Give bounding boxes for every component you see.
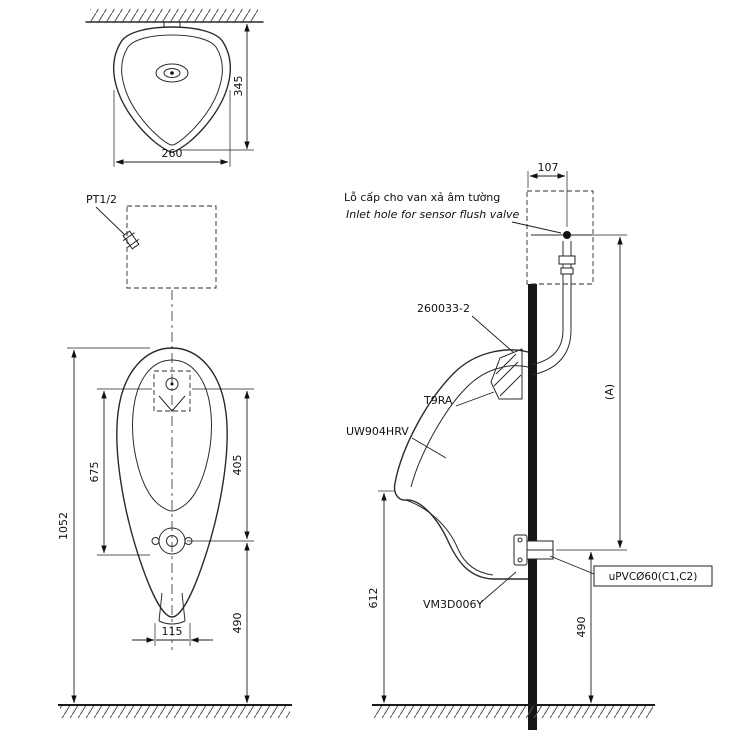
part-flush-valve-label: 260033-2: [417, 302, 470, 315]
dim-top-width: 260: [113, 90, 231, 167]
dim-A: (A): [556, 234, 627, 551]
spud-leader: [455, 391, 495, 407]
dim-490-front-label: 490: [231, 613, 244, 634]
outlet-flange: [513, 534, 528, 566]
front-view: 1052 675 405 490 115: [57, 347, 292, 718]
floor-hatch-left: [60, 706, 290, 718]
dim-490-side: 490: [575, 551, 594, 704]
urinal-top-rim: [121, 34, 223, 146]
wall-cavity-box: [526, 190, 594, 285]
dim-260-label: 260: [162, 147, 183, 160]
sensor-eye-center: [170, 382, 174, 386]
sensor-eye: [165, 377, 179, 391]
drain-outer: [155, 63, 189, 83]
urinal-front-rim: [132, 359, 212, 512]
urinal-top-outline: [113, 26, 231, 153]
sensor-box: [153, 370, 191, 412]
urinal-side-rim: [410, 365, 529, 488]
dim-1052-label: 1052: [57, 512, 70, 540]
pipe-nut-upper: [558, 255, 576, 265]
dim-1052: 1052: [57, 347, 150, 704]
valve-symbol-icon: [122, 230, 140, 250]
wall-section: [528, 284, 537, 730]
concealed-box: [126, 205, 217, 289]
drain-inner: [163, 68, 181, 78]
ceiling-hatch: [90, 9, 258, 22]
dim-612-label: 612: [367, 588, 380, 609]
dim-115-label: 115: [162, 625, 183, 638]
dim-675: 675: [88, 388, 152, 556]
urinal-front-outline: [116, 347, 228, 618]
part-outlet-label: VM3D006Y: [423, 598, 483, 611]
dim-107-label: 107: [538, 161, 559, 174]
spreader-right: [171, 395, 186, 412]
spud-center: [166, 535, 178, 547]
inlet-point: [563, 231, 571, 239]
flush-valve-leader: [471, 315, 514, 353]
dim-490-side-label: 490: [575, 617, 588, 638]
inlet-valve-detail: PT1/2: [86, 193, 217, 650]
note-english: Inlet hole for sensor flush valve: [346, 208, 520, 221]
outlet-leader: [478, 571, 517, 605]
dim-A-label: (A): [603, 384, 616, 400]
dim-405-label: 405: [231, 455, 244, 476]
dim-345-label: 345: [232, 76, 245, 97]
urinal-leader: [411, 437, 447, 459]
spreader-left: [158, 395, 173, 412]
dim-675-label: 675: [88, 462, 101, 483]
part-pipe-box: uPVCØ60(C1,C2): [549, 555, 713, 587]
outlet-neck: [158, 592, 186, 625]
outlet-bolt-bottom: [517, 557, 523, 563]
dim-612: 612: [367, 490, 394, 704]
side-view: Lỗ cấp cho van xả âm tường Inlet hole fo…: [344, 161, 713, 730]
urinal-side-bowl: [405, 499, 494, 576]
supply-elbow: [530, 329, 572, 376]
note-leader: [511, 221, 562, 234]
pipe-leader: [549, 555, 595, 575]
dim-top-height: 345: [180, 23, 254, 151]
pt-leader: [95, 206, 128, 238]
spud-bolt-left: [151, 537, 160, 545]
dim-115: 115: [132, 623, 213, 646]
part-spud-label: T9RA: [423, 394, 453, 407]
floor-hatch-right: [374, 706, 653, 718]
part-urinal-label: UW904HRV: [346, 425, 409, 438]
pt-label: PT1/2: [86, 193, 117, 206]
dim-405: 405: [187, 388, 254, 542]
drain-center: [170, 71, 174, 75]
top-view: 345 260: [85, 9, 264, 167]
pipe-nut-lower: [560, 267, 574, 275]
spud-fitting-section: [490, 348, 523, 400]
dim-107: 107: [527, 161, 568, 227]
urinal-side-outline: [393, 349, 529, 580]
dim-490-front: 490: [231, 542, 250, 704]
outlet-bolt-top: [517, 537, 523, 543]
note-vietnamese: Lỗ cấp cho van xả âm tường: [344, 191, 500, 204]
part-pipe-label: uPVCØ60(C1,C2): [609, 571, 698, 583]
